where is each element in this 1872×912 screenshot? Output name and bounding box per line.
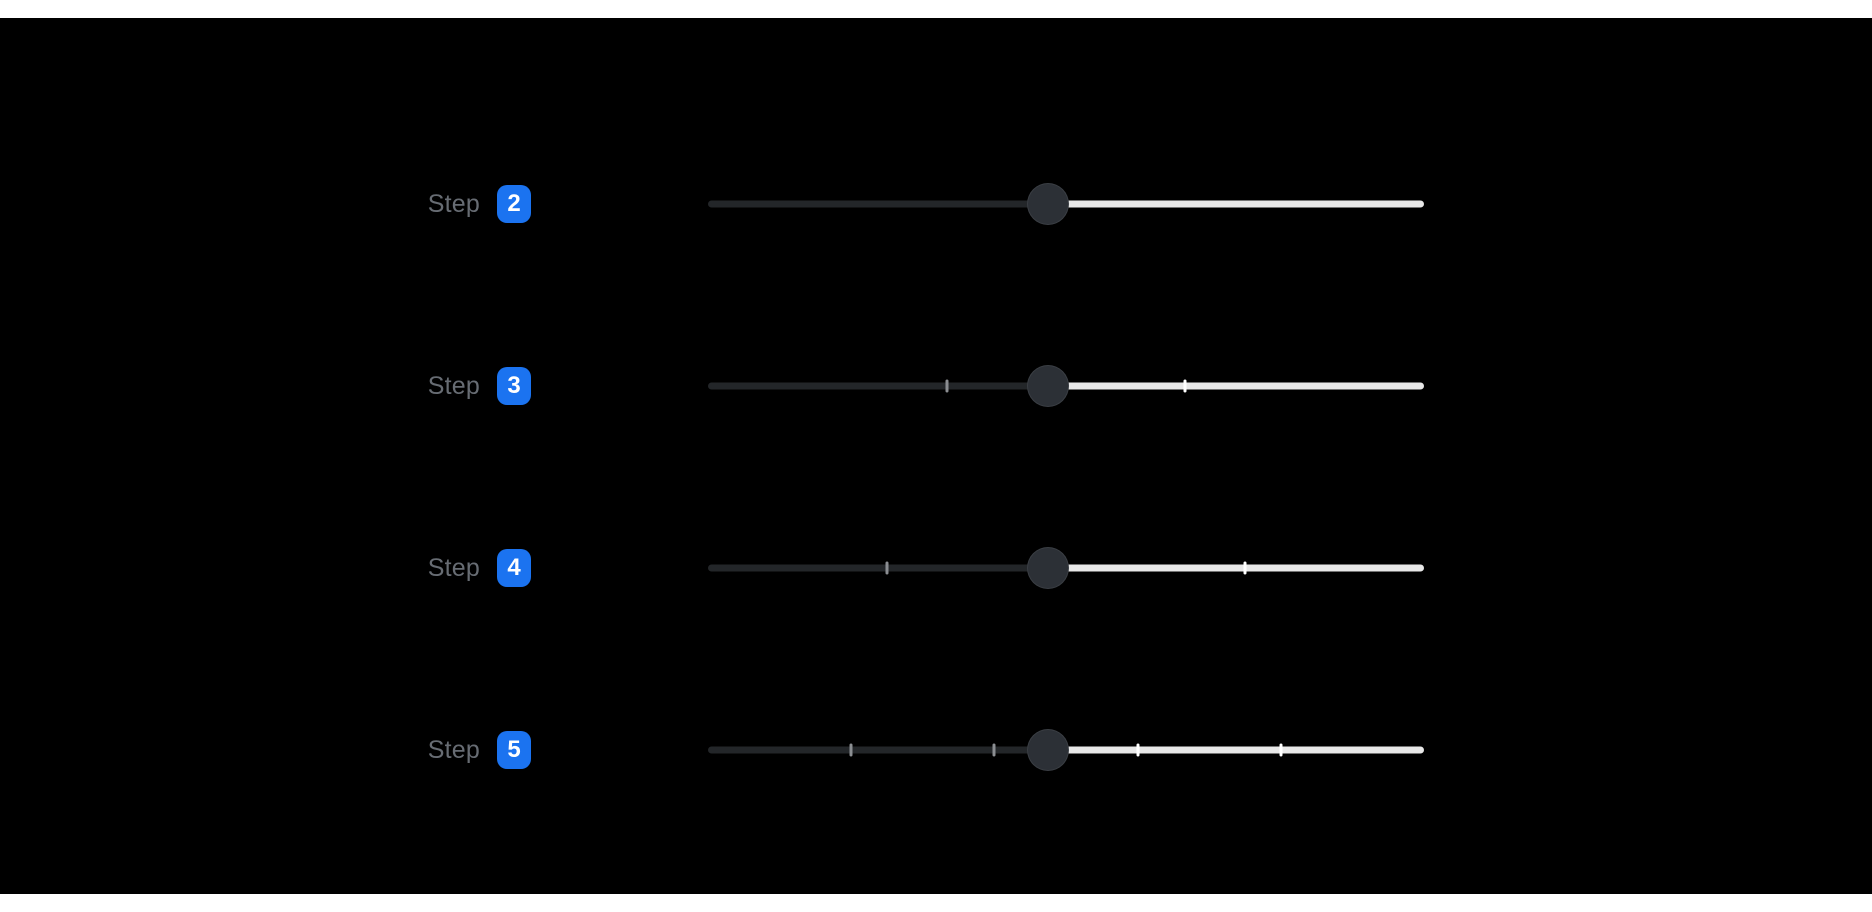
slider[interactable] (708, 362, 1424, 410)
slider-track-rest[interactable] (1048, 564, 1424, 572)
slider-track-filled[interactable] (708, 382, 1049, 390)
step-label: Step (427, 735, 480, 764)
step-count-badge: 3 (497, 367, 531, 405)
step-label: Step (427, 553, 480, 582)
slider-track-rest[interactable] (1048, 382, 1424, 390)
slider-thumb[interactable] (1027, 729, 1070, 771)
slider[interactable] (708, 544, 1424, 592)
slider-tick (1279, 743, 1283, 757)
slider-row: Step 4 (0, 544, 1872, 592)
slider-label-group: Step 3 (0, 362, 531, 410)
step-count-badge: 2 (497, 185, 531, 223)
slider[interactable] (708, 180, 1424, 228)
slider-thumb[interactable] (1027, 547, 1070, 589)
step-label: Step (427, 189, 480, 218)
slider[interactable] (708, 726, 1424, 774)
slider-tick (885, 561, 889, 575)
bottom-frame (0, 894, 1872, 912)
slider-track-rest[interactable] (1048, 200, 1424, 208)
slider-label-group: Step 5 (0, 726, 531, 774)
slider-label-group: Step 2 (0, 180, 531, 228)
slider-tick (1136, 743, 1140, 757)
slider-tick (1243, 561, 1247, 575)
step-label: Step (427, 371, 480, 400)
slider-thumb[interactable] (1027, 183, 1070, 225)
slider-row: Step 2 (0, 180, 1872, 228)
slider-tick (945, 379, 949, 393)
slider-tick (1183, 379, 1187, 393)
step-count-badge: 4 (497, 549, 531, 587)
slider-tick (849, 743, 853, 757)
slider-thumb[interactable] (1027, 365, 1070, 407)
slider-track-filled[interactable] (708, 746, 1049, 754)
slider-tick (992, 743, 996, 757)
step-count-badge: 5 (497, 731, 531, 769)
slider-label-group: Step 4 (0, 544, 531, 592)
slider-row: Step 3 (0, 362, 1872, 410)
slider-row: Step 5 (0, 726, 1872, 774)
slider-track-filled[interactable] (708, 200, 1049, 208)
slider-track-rest[interactable] (1048, 746, 1424, 754)
top-frame (0, 0, 1872, 18)
slider-track-filled[interactable] (708, 564, 1049, 572)
